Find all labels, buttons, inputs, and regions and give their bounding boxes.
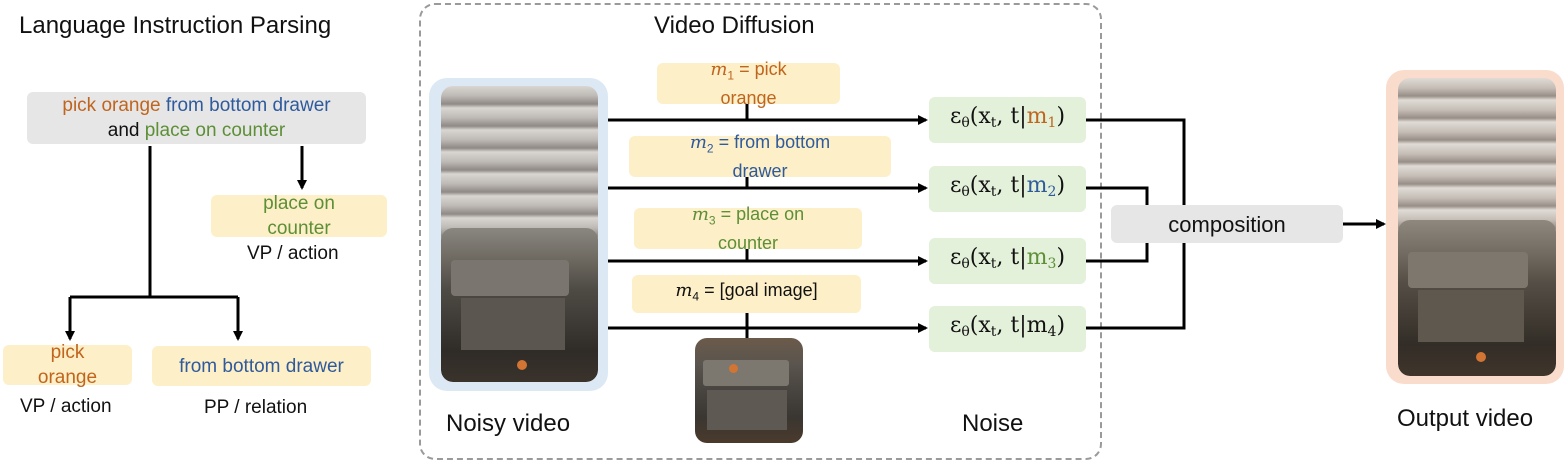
output-video-stack (1398, 78, 1556, 376)
goal-image (695, 338, 803, 443)
condition-m3: m3 = place on counter (634, 204, 862, 253)
noisy-video-stack (441, 86, 598, 382)
place-on-counter-node: place on counter (211, 193, 387, 239)
parsing-heading: Language Instruction Parsing (19, 12, 332, 39)
instruction-box: pick orange from bottom drawer and place… (27, 92, 366, 144)
from-bottom-drawer-node: from bottom drawer (152, 346, 371, 386)
output-video-label: Output video (1397, 405, 1534, 432)
instruction-line-1: pick orange from bottom drawer (62, 95, 331, 116)
noisy-video-label: Noisy video (446, 410, 571, 437)
diffusion-heading: Video Diffusion (654, 12, 815, 39)
noise-term-2: εθ(xt, t|m2) (929, 166, 1086, 212)
instruction-line-2: and place on counter (107, 120, 286, 141)
pick-node-caption: VP / action (20, 396, 112, 417)
video-diffusion-panel (419, 3, 1102, 460)
condition-m1: m1 = pick orange (657, 59, 840, 108)
noise-term-1: εθ(xt, t|m1) (929, 97, 1086, 143)
condition-m4: m4 = [goal image] (632, 275, 861, 313)
noise-label: Noise (962, 410, 1024, 437)
output-video-frame-image (1398, 220, 1556, 376)
pick-orange-node: pick orange (3, 342, 132, 388)
place-node-caption: VP / action (247, 243, 339, 264)
composition-box: composition (1111, 205, 1343, 243)
condition-m2: m2 = from bottom drawer (629, 132, 891, 181)
noise-term-4: εθ(xt, t|m4) (929, 306, 1086, 352)
drawer-node-caption: PP / relation (204, 397, 308, 418)
noise-term-3: εθ(xt, t|m3) (929, 238, 1086, 284)
noisy-video-frame-image (441, 228, 598, 382)
